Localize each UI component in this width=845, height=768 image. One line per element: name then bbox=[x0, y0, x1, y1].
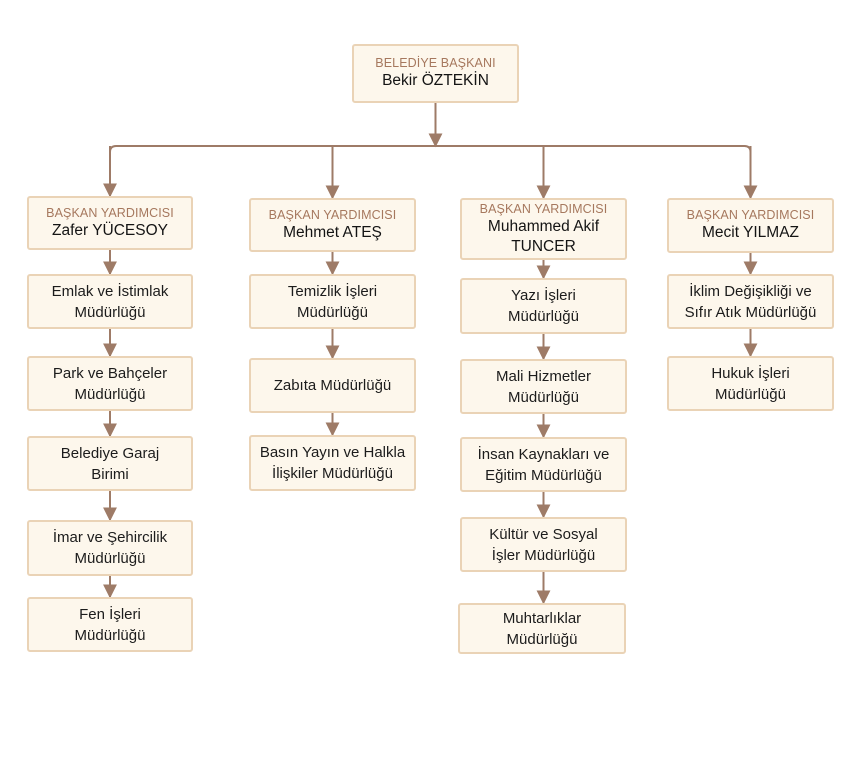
unit-box[interactable]: Fen İşleri Müdürlüğü bbox=[27, 597, 193, 652]
deputy-name: Muhammed Akif TUNCER bbox=[487, 217, 600, 255]
unit-box[interactable]: Park ve Bahçeler Müdürlüğü bbox=[27, 356, 193, 411]
deputy-name: Mecit YILMAZ bbox=[701, 224, 800, 241]
deputy-role: BAŞKAN YARDIMCISI bbox=[479, 201, 608, 216]
unit-box[interactable]: Hukuk İşleri Müdürlüğü bbox=[667, 356, 834, 411]
deputy-name: Mehmet ATEŞ bbox=[283, 223, 382, 241]
deputy-role: BAŞKAN YARDIMCISI bbox=[686, 208, 815, 222]
unit-box[interactable]: Temizlik İşleri Müdürlüğü bbox=[249, 274, 416, 329]
mayor-name: Bekir ÖZTEKİN bbox=[382, 72, 489, 89]
deputy-role: BAŞKAN YARDIMCISI bbox=[46, 205, 174, 220]
deputy-role: BAŞKAN YARDIMCISI bbox=[268, 207, 397, 222]
unit-box[interactable]: Muhtarlıklar Müdürlüğü bbox=[458, 603, 626, 654]
unit-box[interactable]: Basın Yayın ve Halkla İlişkiler Müdürlüğ… bbox=[249, 435, 416, 491]
mayor-role: BELEDİYE BAŞKANI bbox=[375, 56, 496, 70]
horizontal-bus bbox=[109, 145, 752, 156]
mayor-box[interactable]: BELEDİYE BAŞKANI Bekir ÖZTEKİN bbox=[352, 44, 519, 103]
unit-box[interactable]: Yazı İşleri Müdürlüğü bbox=[460, 278, 627, 334]
unit-box[interactable]: İklim Değişikliği ve Sıfır Atık Müdürlüğ… bbox=[667, 274, 834, 329]
unit-box[interactable]: İmar ve Şehircilik Müdürlüğü bbox=[27, 520, 193, 576]
deputy-name: Zafer YÜCESOY bbox=[51, 221, 168, 239]
deputy-box-2[interactable]: BAŞKAN YARDIMCISI Mehmet ATEŞ bbox=[249, 198, 416, 252]
unit-box[interactable]: İnsan Kaynakları ve Eğitim Müdürlüğü bbox=[460, 437, 627, 492]
unit-box[interactable]: Belediye Garaj Birimi bbox=[27, 436, 193, 491]
deputy-box-1[interactable]: BAŞKAN YARDIMCISI Zafer YÜCESOY bbox=[27, 196, 193, 250]
unit-box[interactable]: Kültür ve Sosyal İşler Müdürlüğü bbox=[460, 517, 627, 572]
deputy-box-3[interactable]: BAŞKAN YARDIMCISI Muhammed Akif TUNCER bbox=[460, 198, 627, 260]
unit-box[interactable]: Mali Hizmetler Müdürlüğü bbox=[460, 359, 627, 414]
unit-box[interactable]: Emlak ve İstimlak Müdürlüğü bbox=[27, 274, 193, 329]
deputy-box-4[interactable]: BAŞKAN YARDIMCISI Mecit YILMAZ bbox=[667, 198, 834, 253]
unit-box[interactable]: Zabıta Müdürlüğü bbox=[249, 358, 416, 413]
